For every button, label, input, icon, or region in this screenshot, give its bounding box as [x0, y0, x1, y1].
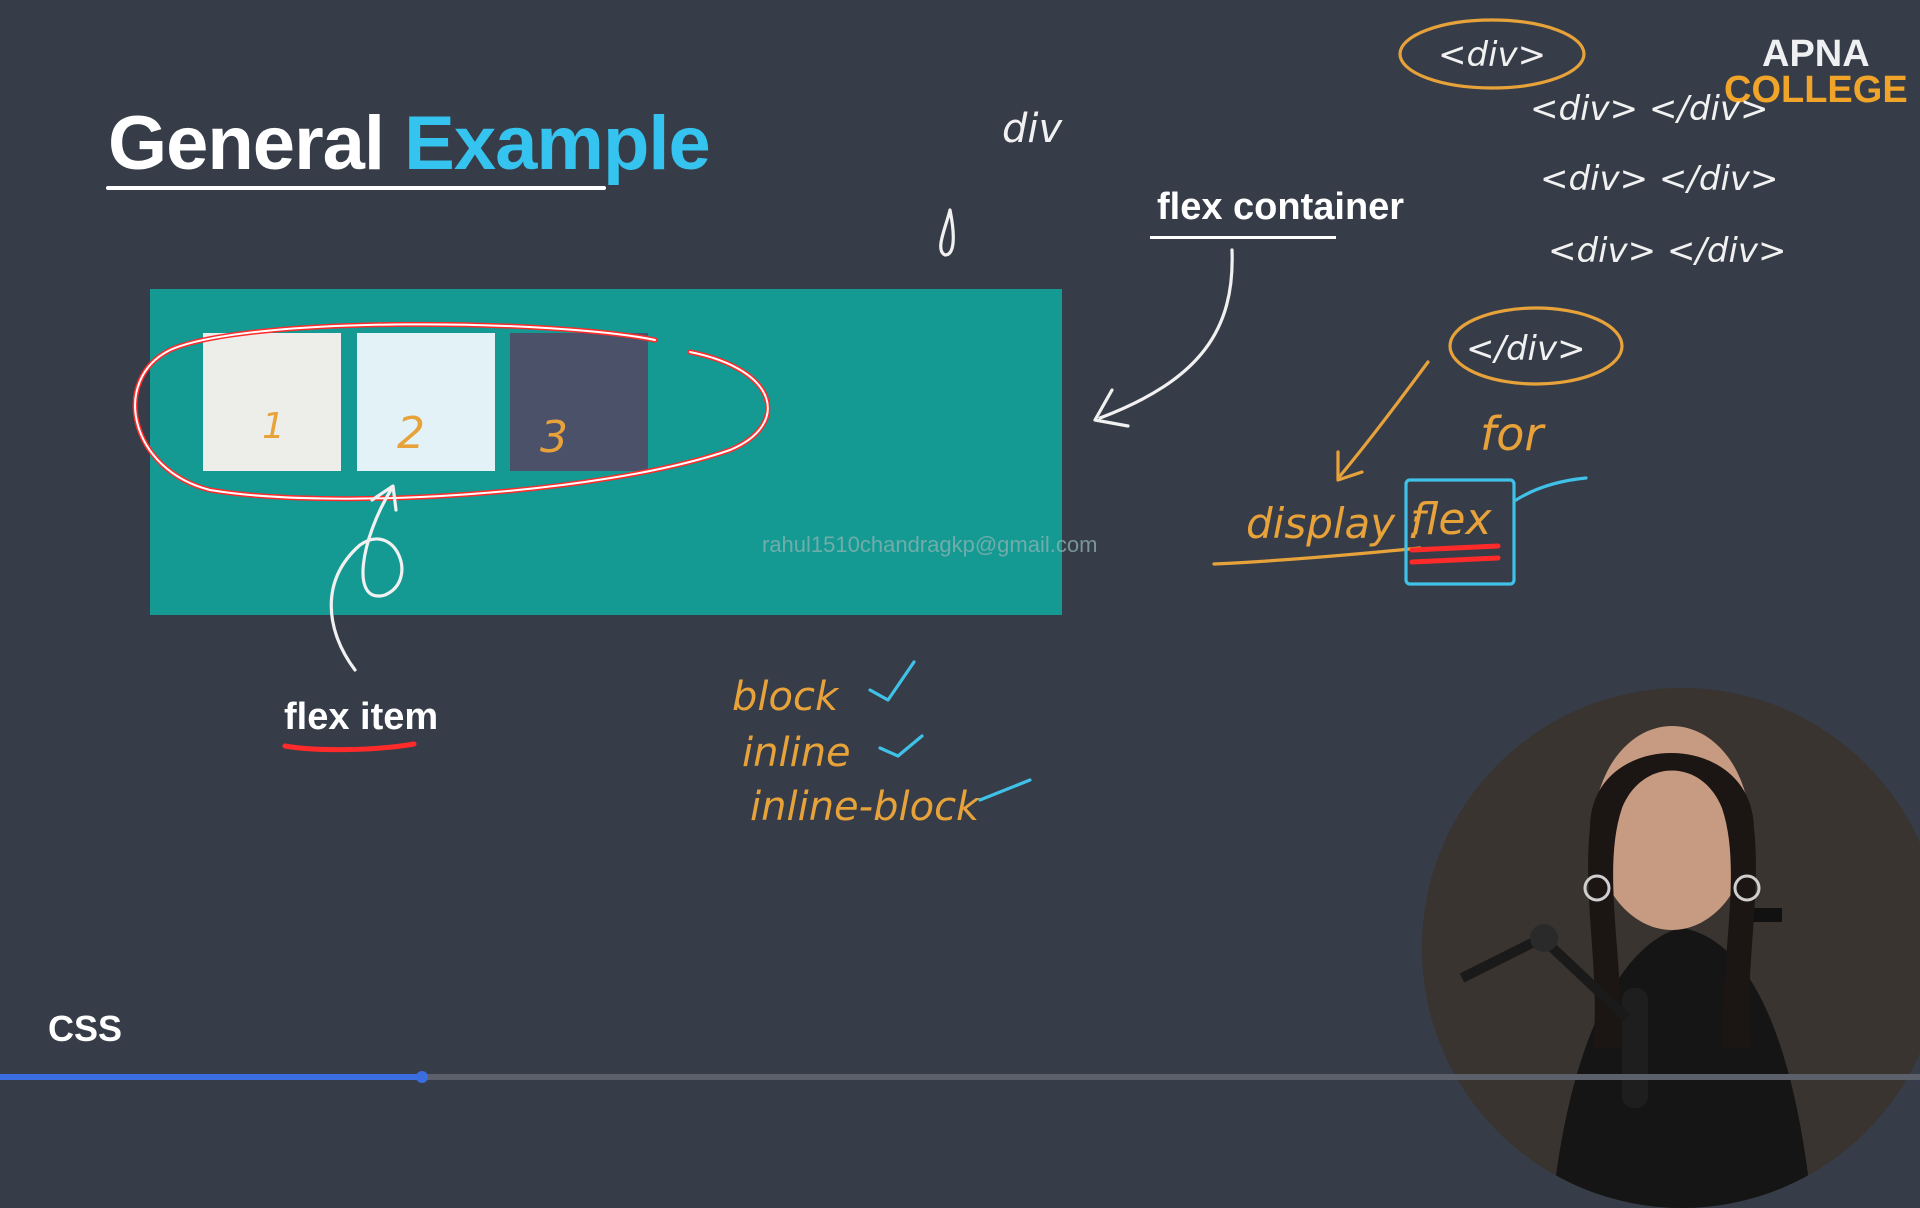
display-type-inline: inline [742, 730, 851, 776]
code-line-3: <div> </div> [1540, 159, 1779, 199]
flex-item-label: flex item [284, 696, 439, 738]
flex-item-3 [510, 333, 648, 471]
code-line-4: <div> </div> [1548, 231, 1787, 271]
slide-title-part1: General [108, 101, 385, 186]
video-progress-track[interactable] [0, 1074, 1920, 1080]
video-progress-knob[interactable] [416, 1071, 428, 1083]
topic-tag: CSS [48, 1008, 123, 1049]
slide-title: General Example [108, 100, 711, 187]
display-prop: display : [1246, 499, 1423, 548]
display-value: flex [1410, 494, 1492, 545]
video-progress-fill [0, 1074, 422, 1080]
div-scribble: div [1002, 106, 1064, 152]
presenter-webcam [1422, 688, 1920, 1208]
flex-item-1 [203, 333, 341, 471]
presenter-silhouette [1422, 688, 1920, 1208]
code-line-5: </div> [1466, 329, 1586, 369]
flex-container-underline [1150, 236, 1336, 239]
apna-college-logo: APNA COLLEGE [1724, 33, 1908, 111]
flex-item-2 [357, 333, 495, 471]
logo-line1: APNA [1762, 33, 1870, 75]
code-line-1: <div> [1438, 35, 1546, 75]
display-type-inline-block: inline-block [750, 784, 981, 830]
slide-title-part2: Example [404, 101, 711, 186]
title-underline [106, 186, 606, 190]
display-type-block: block [732, 674, 840, 720]
flex-container-label: flex container [1157, 186, 1405, 228]
watermark: rahul1510chandragkp@gmail.com [762, 532, 1098, 557]
for-scribble: for [1480, 407, 1546, 461]
logo-line2: COLLEGE [1724, 69, 1908, 111]
